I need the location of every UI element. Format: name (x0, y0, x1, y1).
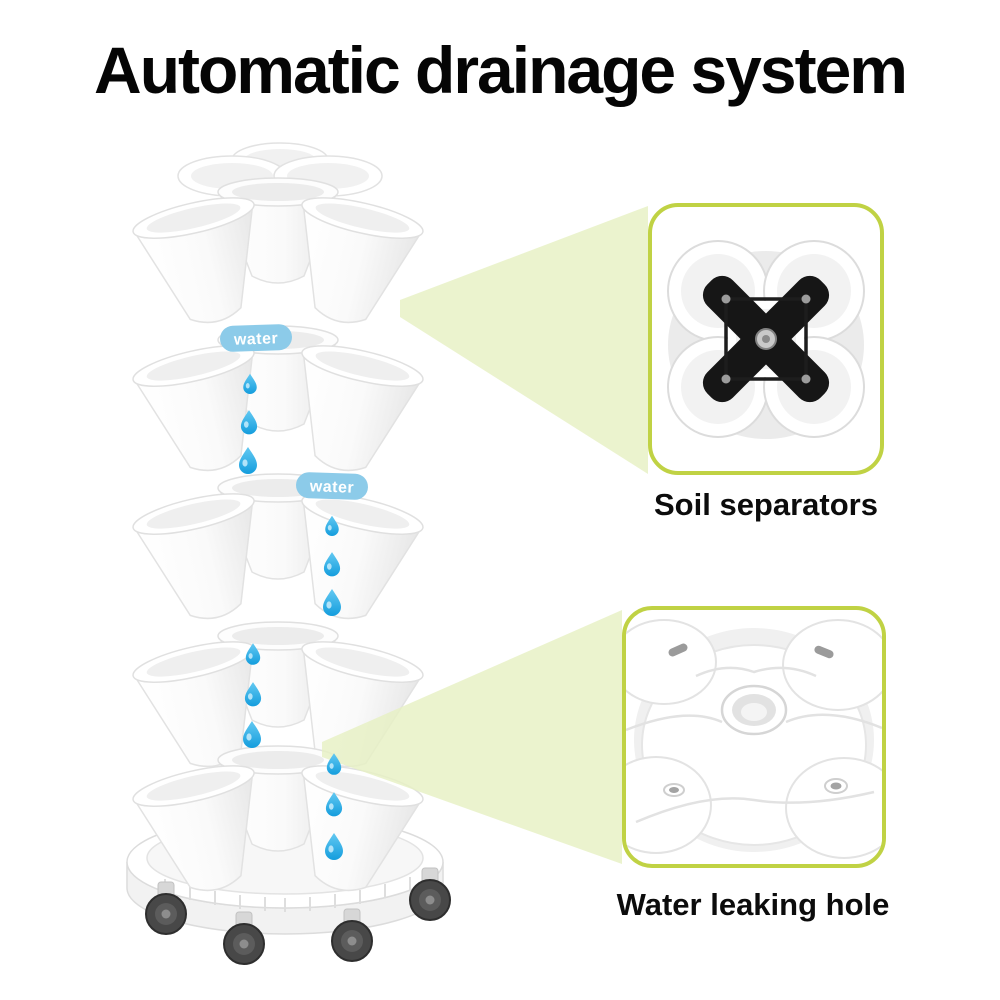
water-ribbon: water (220, 324, 292, 352)
beam-to-leak-callout (322, 610, 622, 864)
soil-separators-label: Soil separators (654, 487, 878, 522)
pot-bottom-close-up (626, 619, 882, 859)
soil-separator-top-view (667, 240, 865, 439)
beam-to-soil-callout (400, 206, 648, 474)
soil-separator-icon (702, 275, 830, 403)
soil-separators-callout (648, 203, 884, 475)
water-leaking-hole-label: Water leaking hole (616, 887, 890, 922)
planter-tier (130, 474, 426, 631)
water-ribbon: water (296, 472, 368, 500)
water-ribbon-label: water (233, 330, 279, 349)
water-leaking-hole-callout (622, 606, 886, 868)
page-title: Automatic drainage system (94, 33, 908, 107)
planter-tiers (130, 178, 426, 903)
pocket-drain-slot (663, 778, 848, 797)
planter-tier (130, 178, 426, 335)
water-drop-icon (243, 721, 261, 748)
callout-beams (322, 206, 648, 864)
water-ribbon-label: water (309, 478, 355, 497)
water-leaking-hole-icon (720, 684, 788, 736)
